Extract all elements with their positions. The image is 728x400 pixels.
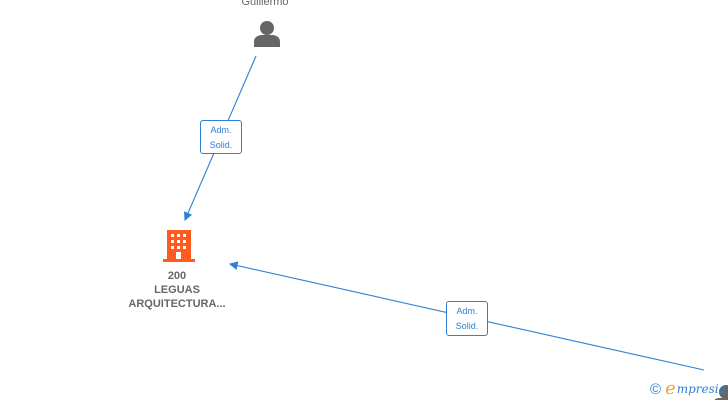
- edge-label-line: Solid.: [209, 140, 233, 150]
- empresia-watermark[interactable]: © e mpresia: [650, 379, 726, 399]
- edge-label-adm-solid[interactable]: Adm. Solid.: [446, 301, 488, 336]
- edge-label-line: Solid.: [455, 321, 479, 331]
- edge-label-line: Adm.: [210, 125, 232, 135]
- company-building-icon[interactable]: [163, 230, 195, 262]
- brand-logo-text: mpresia: [676, 382, 726, 396]
- copyright-icon: ©: [650, 380, 662, 398]
- company-name-line: 200: [167, 270, 187, 282]
- company-name-line: LEGUAS: [154, 284, 200, 296]
- person-top-icon[interactable]: [254, 21, 280, 47]
- company-name[interactable]: 200 LEGUAS ARQUITECTURA...: [110, 269, 244, 311]
- edge-label-adm-solid[interactable]: Adm. Solid.: [200, 120, 242, 154]
- person-top-name[interactable]: Guillermo: [241, 0, 289, 8]
- brand-logo-initial: e: [665, 378, 676, 399]
- company-name-line: ARQUITECTURA...: [128, 298, 226, 310]
- edge-label-line: Adm.: [456, 306, 478, 316]
